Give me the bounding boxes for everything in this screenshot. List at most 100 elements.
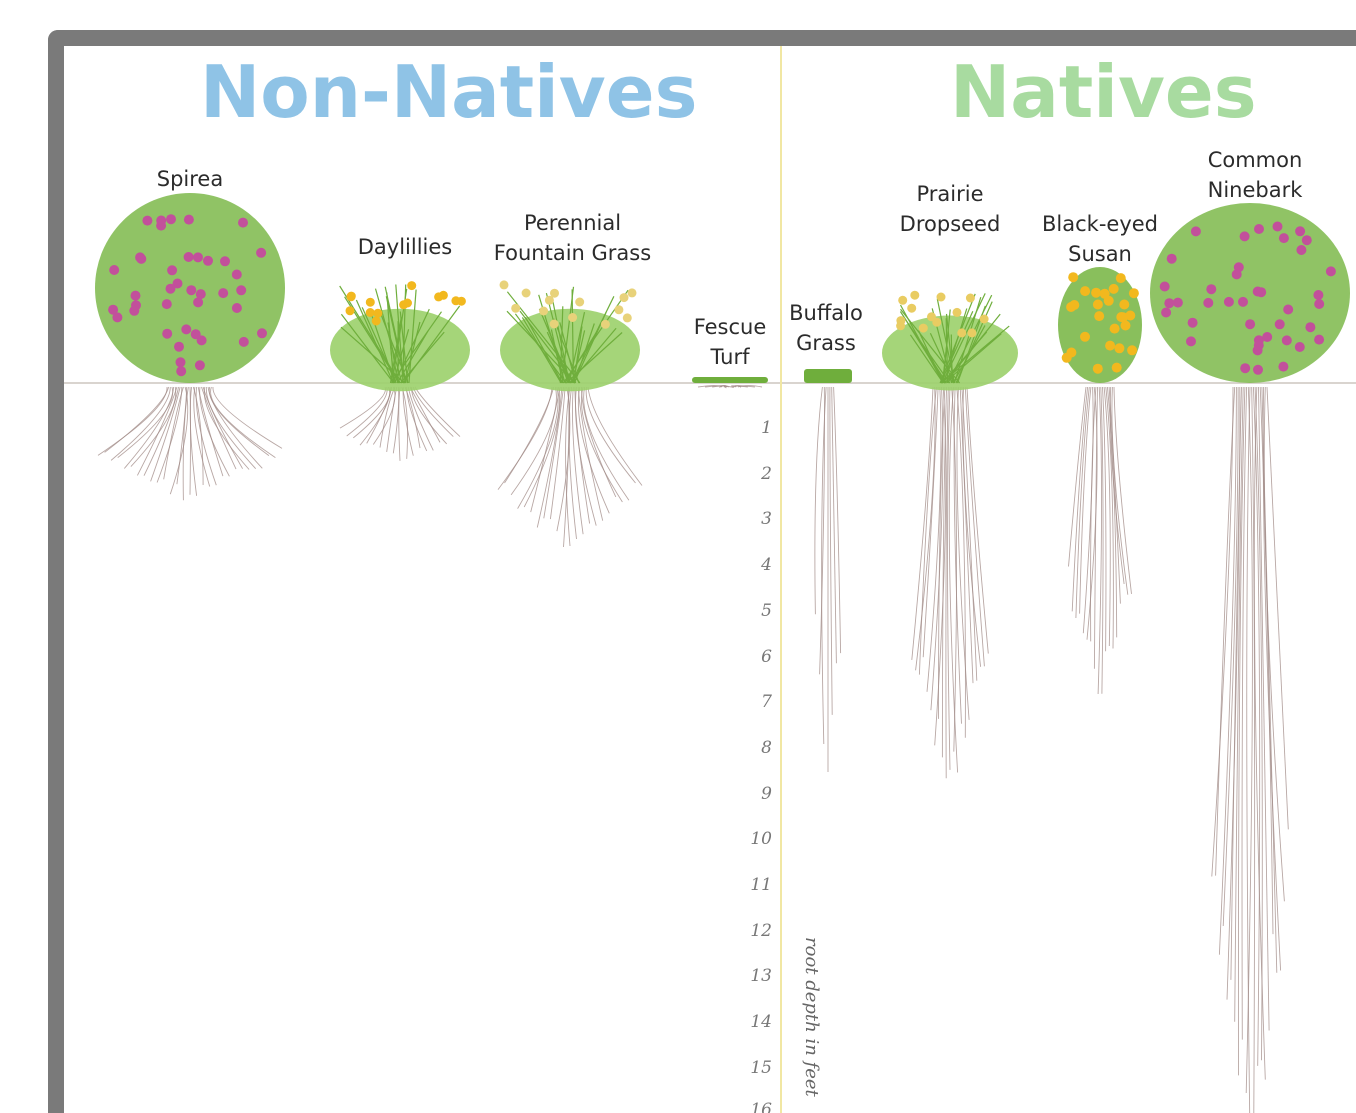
root-strand	[1083, 387, 1093, 633]
plant-foliage	[330, 281, 470, 391]
flower-dot	[176, 357, 186, 367]
flower-dot	[1240, 231, 1250, 241]
flower-dot	[203, 256, 213, 266]
plant-foliage	[692, 377, 768, 383]
flower-dot	[919, 324, 928, 333]
flower-dot	[957, 328, 966, 337]
root-strand	[1114, 387, 1132, 594]
root-strand	[588, 387, 642, 486]
flower-dot	[937, 293, 946, 302]
flower-dot	[1186, 336, 1196, 346]
flower-dot	[346, 306, 355, 315]
flower-dot	[1305, 322, 1315, 332]
root-system	[815, 387, 841, 772]
flower-dot	[1254, 224, 1264, 234]
root-strand	[912, 387, 933, 660]
depth-tick: 2	[742, 464, 772, 484]
flower-dot	[191, 329, 201, 339]
depth-tick: 13	[742, 966, 772, 986]
flower-dot	[1068, 272, 1078, 282]
flower-dot	[1066, 302, 1076, 312]
flower-dot	[239, 337, 249, 347]
flower-dot	[1224, 297, 1234, 307]
depth-tick: 6	[742, 647, 772, 667]
flower-dot	[439, 291, 448, 300]
flower-dot	[1105, 341, 1115, 351]
flower-dot	[1203, 298, 1213, 308]
flower-dot	[1129, 288, 1139, 298]
flower-dot	[1262, 332, 1272, 342]
flower-dot	[896, 321, 905, 330]
flower-dot	[1191, 226, 1201, 236]
root-strand	[830, 387, 832, 715]
flower-dot	[1118, 312, 1128, 322]
flower-dot	[1188, 318, 1198, 328]
flower-dot	[1116, 273, 1126, 283]
flower-dot	[539, 307, 548, 316]
depth-tick: 14	[742, 1012, 772, 1032]
flower-dot	[1279, 233, 1289, 243]
flower-dot	[1314, 335, 1324, 345]
flower-dot	[1253, 365, 1263, 375]
depth-tick: 10	[742, 829, 772, 849]
root-strand	[1247, 387, 1250, 1113]
flower-dot	[575, 298, 584, 307]
flower-dot	[1314, 299, 1324, 309]
flower-dot	[1062, 353, 1072, 363]
flower-dot	[1256, 287, 1266, 297]
flower-dot	[1080, 286, 1090, 296]
depth-tick: 9	[742, 784, 772, 804]
flower-dot	[109, 265, 119, 275]
flower-dot	[1164, 298, 1174, 308]
flower-dot	[193, 252, 203, 262]
flower-dot	[1273, 222, 1283, 232]
depth-tick: 7	[742, 692, 772, 712]
flower-dot	[232, 303, 242, 313]
flower-dot	[1161, 308, 1171, 318]
depth-tick: 4	[742, 555, 772, 575]
flower-dot	[500, 280, 509, 289]
plant-label-common-ninebark: Common Ninebark	[1185, 145, 1325, 205]
plant-foliage	[1150, 203, 1350, 383]
root-strand	[960, 387, 973, 683]
flower-dot	[550, 320, 559, 329]
depth-tick: 1	[742, 418, 772, 438]
root-strand	[1219, 387, 1236, 955]
root-strand	[1212, 387, 1233, 877]
flower-dot	[1104, 296, 1114, 306]
flower-dot	[898, 296, 907, 305]
flower-dot	[1238, 297, 1248, 307]
flower-dot	[156, 216, 166, 226]
flower-dot	[407, 281, 416, 290]
flower-dot	[174, 342, 184, 352]
plant-foliage	[500, 280, 641, 391]
flower-dot	[511, 304, 520, 313]
flower-dot	[347, 292, 356, 301]
flower-dot	[195, 360, 205, 370]
flower-dot	[953, 308, 962, 317]
root-strand	[206, 387, 255, 469]
flower-dot	[545, 296, 554, 305]
flower-dot	[135, 252, 145, 262]
flower-dot	[218, 288, 228, 298]
roots-layer	[98, 386, 1288, 1113]
root-system	[698, 386, 762, 388]
flower-dot	[1240, 363, 1250, 373]
flower-dot	[166, 284, 176, 294]
flower-dot	[181, 324, 191, 334]
flower-dot	[256, 248, 266, 258]
flower-dot	[186, 285, 196, 295]
root-strand	[1069, 387, 1087, 567]
turf-patch	[692, 377, 768, 383]
flower-dot	[1206, 284, 1216, 294]
flower-dot	[167, 265, 177, 275]
root-strand	[393, 387, 398, 453]
flower-dot	[1302, 235, 1312, 245]
root-strand	[957, 387, 966, 738]
flower-dot	[1112, 363, 1122, 373]
flower-dot	[1173, 298, 1183, 308]
flower-dot	[910, 291, 919, 300]
flower-dot	[1080, 332, 1090, 342]
flower-dot	[1278, 362, 1288, 372]
